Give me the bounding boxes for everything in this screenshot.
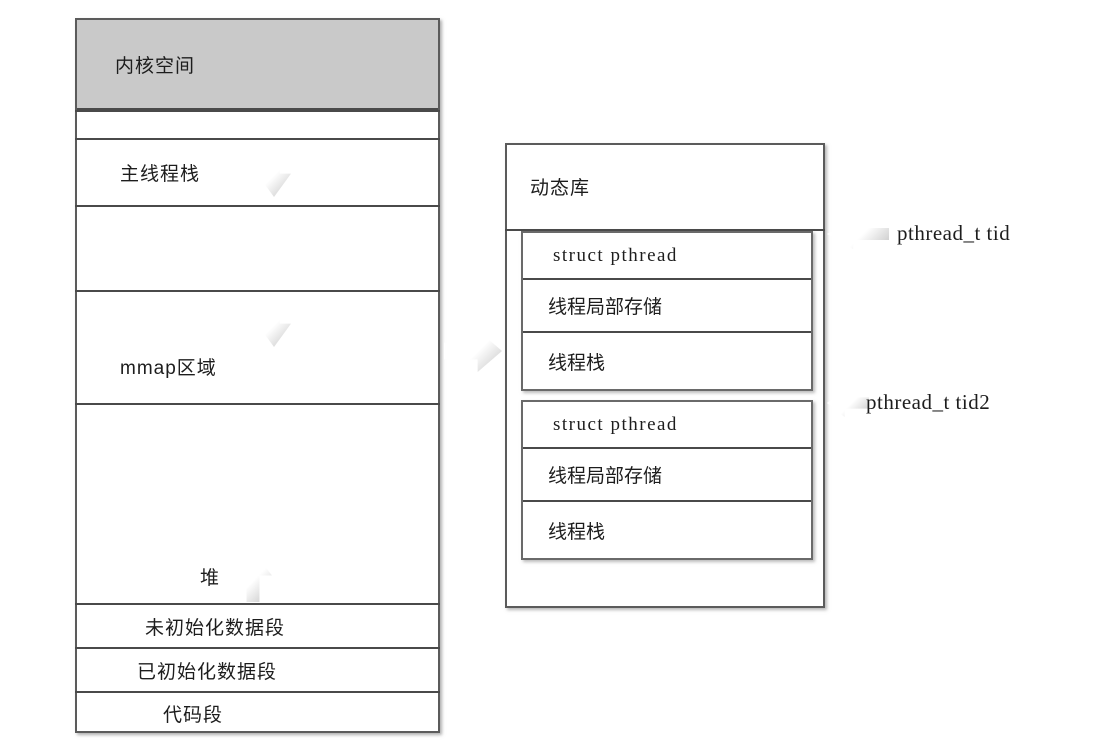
segment-bss: 未初始化数据段: [75, 603, 440, 647]
segment-text: 代码段: [75, 691, 440, 733]
dynamic-library-title: 动态库: [530, 177, 591, 199]
process-address-space-frame: [75, 18, 440, 733]
thread-block-1: struct pthread 线程局部存储 线程栈: [521, 231, 813, 391]
thread-1-row-tls: 线程局部存储: [523, 278, 811, 331]
segment-label-mmap-region: mmap区域: [120, 358, 217, 379]
segment-label-bss: 未初始化数据段: [145, 617, 286, 639]
segment-label-main-thread-stack: 主线程栈: [120, 164, 201, 185]
segment-label-kernel-space: 内核空间: [115, 55, 196, 77]
segment-data: 已初始化数据段: [75, 647, 440, 691]
segment-gap-2: [75, 205, 440, 290]
thread-2-row-struct-pthread: struct pthread: [523, 402, 811, 447]
thread-2-label-stack: 线程栈: [548, 521, 606, 543]
tid-handle-2-label: pthread_t tid2: [866, 390, 991, 414]
thread-2-label-struct-pthread: struct pthread: [553, 413, 678, 435]
segment-label-text: 代码段: [163, 704, 224, 726]
segment-label-data: 已初始化数据段: [137, 661, 278, 683]
thread-2-row-tls: 线程局部存储: [523, 447, 811, 500]
segment-label-heap: 堆: [200, 568, 221, 589]
thread-2-label-tls: 线程局部存储: [548, 466, 663, 487]
segment-heap: 堆: [75, 403, 440, 603]
tid-handle-2-arrow-icon: [827, 389, 869, 417]
thread-2-row-stack: 线程栈: [523, 500, 811, 558]
thread-1-label-tls: 线程局部存储: [548, 297, 663, 318]
segment-kernel-space: 内核空间: [77, 20, 438, 110]
mmap-to-library-arrow-icon: [444, 330, 502, 372]
segment-main-thread-stack: 主线程栈: [75, 138, 440, 205]
thread-1-label-struct-pthread: struct pthread: [553, 244, 678, 266]
tid-handle-1-label: pthread_t tid: [897, 221, 1011, 245]
thread-1-row-stack: 线程栈: [523, 331, 811, 389]
segment-gap-1: [75, 110, 440, 138]
thread-1-row-struct-pthread: struct pthread: [523, 233, 811, 278]
thread-1-label-stack: 线程栈: [548, 352, 606, 374]
dynamic-library-title-row: 动态库: [505, 143, 825, 231]
tid-handle-1-arrow-icon: [827, 219, 889, 249]
thread-block-2: struct pthread 线程局部存储 线程栈: [521, 400, 813, 560]
segment-mmap-region: mmap区域: [75, 290, 440, 403]
